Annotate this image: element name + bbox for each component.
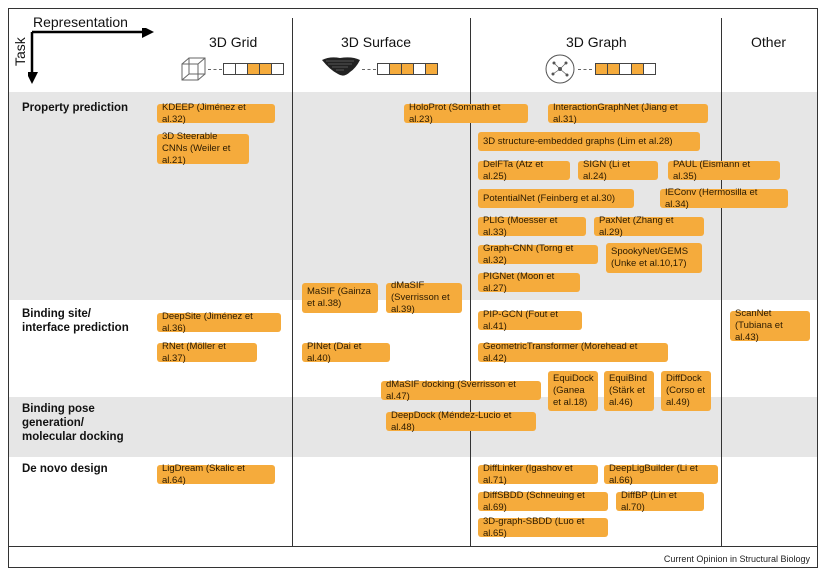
graph-vector-icon [595,63,656,75]
method-box-holoprot: HoloProt (Somnath et al.23) [404,102,528,125]
method-box-3d-graph-sbdd: 3D-graph-SBDD (Luo et al.65) [478,516,608,539]
method-box-paul: PAUL (Eismann et al.35) [668,159,780,182]
row-label-de-novo-design: De novo design [22,463,108,475]
method-box-potentialnet: PotentialNet (Feinberg et al.30) [478,189,634,208]
row-label-binding-site: Binding site/ interface prediction [22,308,129,334]
method-box-graph-cnn: Graph-CNN (Torng et al.32) [478,243,598,266]
method-box-deepdock: DeepDock (Méndez-Lucio et al.48) [386,410,536,433]
diagram-frame [8,8,818,568]
column-title-3d-grid: 3D Grid [209,34,258,50]
method-box-scannet: ScanNet (Tubiana et al.43) [730,308,810,343]
method-box-dmasif: dMaSIF (Sverrisson et al.39) [386,280,462,315]
column-title-3d-graph: 3D Graph [566,34,627,50]
method-box-spookynet: SpookyNet/GEMS (Unke et al.10,17) [606,243,702,273]
surface-vector-icon [377,63,438,75]
row-label-binding-pose: Binding pose generation/ molecular docki… [22,403,124,443]
method-box-pip-gcn: PIP-GCN (Fout et al.41) [478,309,582,332]
surface-icon [322,57,360,76]
method-box-diffdock: DiffDock (Corso et al.49) [661,371,711,411]
representation-axis-label: Representation [33,14,128,30]
method-box-diffsbdd: DiffSBDD (Schneuing et al.69) [478,490,608,513]
method-box-geometrictransformer: GeometricTransformer (Morehead et al.42) [478,341,668,364]
method-box-3d-steerable-cnns: 3D Steerable CNNs (Weiler et al.21) [157,131,249,166]
method-box-3d-structure-graphs: 3D structure-embedded graphs (Lim et al.… [478,132,700,151]
cube-icon [181,57,206,81]
method-box-pignet: PIGNet (Moon et al.27) [478,271,580,294]
method-box-pinet: PINet (Dai et al.40) [302,341,390,364]
method-box-sign: SIGN (Li et al.24) [578,159,658,182]
footer-divider [9,546,817,547]
task-arrowhead [28,72,38,84]
method-box-ligdream: LigDream (Skalic et al.64) [157,463,275,486]
method-box-equidock: EquiDock (Ganea et al.18) [548,371,598,411]
method-box-dmasif-docking: dMaSIF docking (Sverrisson et al.47) [381,379,541,402]
method-box-delfta: DelFTa (Atz et al.25) [478,159,570,182]
task-axis-label: Task [12,37,28,66]
method-box-deepsite: DeepSite (Jiménez et al.36) [157,311,281,334]
graph-icon [545,54,575,84]
method-box-plig: PLIG (Moesser et al.33) [478,215,586,238]
column-divider-3 [721,18,722,546]
column-title-3d-surface: 3D Surface [341,34,412,50]
column-title-other: Other [751,34,787,50]
column-divider-1 [292,18,293,546]
representation-arrowhead [142,28,154,38]
method-box-deepligbuilder: DeepLigBuilder (Li et al.66) [604,463,718,486]
axes-arrows [28,28,154,84]
grid-dash [208,69,222,70]
column-divider-2 [470,18,471,546]
grid-vector-icon [223,63,284,75]
method-box-kdeep: KDEEP (Jiménez et al.32) [157,102,275,125]
graph-dash [578,69,592,70]
method-box-ieconv: IEConv (Hermosilla et al.34) [660,187,788,210]
method-box-diffbp: DiffBP (Lin et al.70) [616,490,704,513]
method-box-rnet: RNet (Möller et al.37) [157,341,257,364]
row-label-property-prediction: Property prediction [22,102,129,114]
method-box-difflinker: DiffLinker (Igashov et al.71) [478,463,598,486]
journal-credit: Current Opinion in Structural Biology [663,554,810,564]
method-box-paxnet: PaxNet (Zhang et al.29) [594,215,704,238]
method-box-equibind: EquiBind (Stärk et al.46) [604,371,654,411]
method-box-masif: MaSIF (Gainza et al.38) [302,283,378,313]
surface-dash [362,69,376,70]
method-box-interactiongraphnet: InteractionGraphNet (Jiang et al.31) [548,102,708,125]
